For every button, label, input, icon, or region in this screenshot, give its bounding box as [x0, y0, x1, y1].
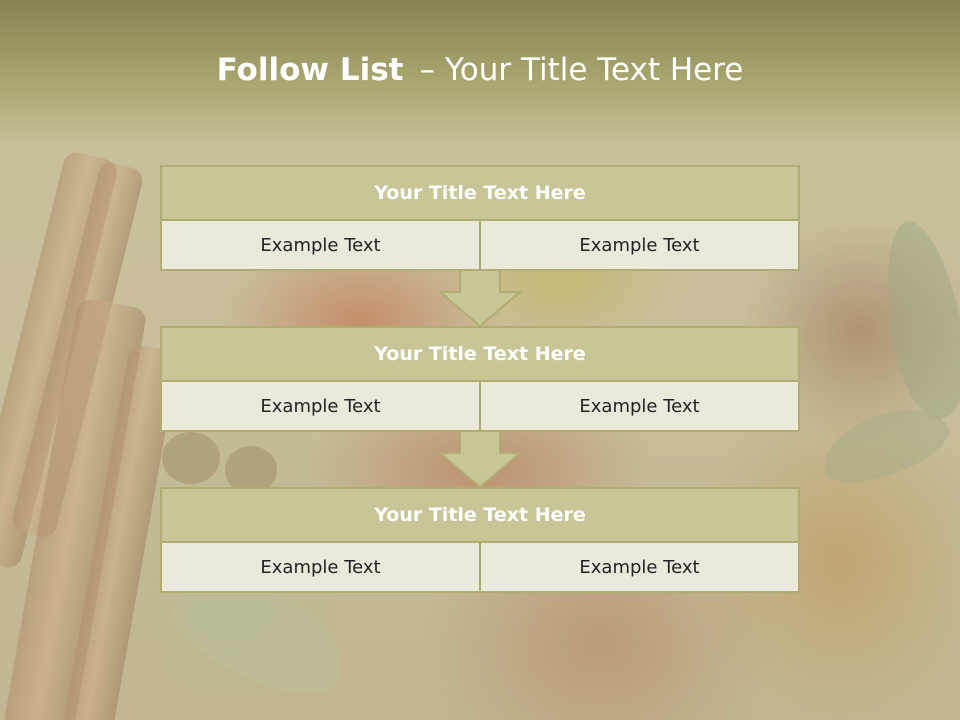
nutmeg: [162, 432, 220, 484]
list-block-2[interactable]: Your Title Text Here Example Text Exampl…: [160, 326, 800, 432]
block-cell-left[interactable]: Example Text: [160, 543, 481, 593]
title-bold-part: Follow List: [216, 52, 404, 88]
list-block-1[interactable]: Your Title Text Here Example Text Exampl…: [160, 165, 800, 271]
block-cell-right[interactable]: Example Text: [481, 221, 800, 271]
block-row: Example Text Example Text: [160, 382, 800, 432]
block-title[interactable]: Your Title Text Here: [160, 326, 800, 382]
block-cell-right[interactable]: Example Text: [481, 543, 800, 593]
title-rest: Your Title Text Here: [444, 52, 744, 88]
block-title[interactable]: Your Title Text Here: [160, 165, 800, 221]
header-band: [0, 0, 960, 145]
block-row: Example Text Example Text: [160, 221, 800, 271]
slide-title[interactable]: Follow List–Your Title Text Here: [0, 52, 960, 88]
block-cell-right[interactable]: Example Text: [481, 382, 800, 432]
block-title[interactable]: Your Title Text Here: [160, 487, 800, 543]
block-cell-left[interactable]: Example Text: [160, 221, 481, 271]
block-row: Example Text Example Text: [160, 543, 800, 593]
down-arrow-icon: [438, 269, 522, 328]
block-cell-left[interactable]: Example Text: [160, 382, 481, 432]
title-separator: –: [419, 52, 435, 88]
nutmeg: [225, 446, 277, 494]
list-block-3[interactable]: Your Title Text Here Example Text Exampl…: [160, 487, 800, 593]
down-arrow-icon: [438, 430, 522, 489]
